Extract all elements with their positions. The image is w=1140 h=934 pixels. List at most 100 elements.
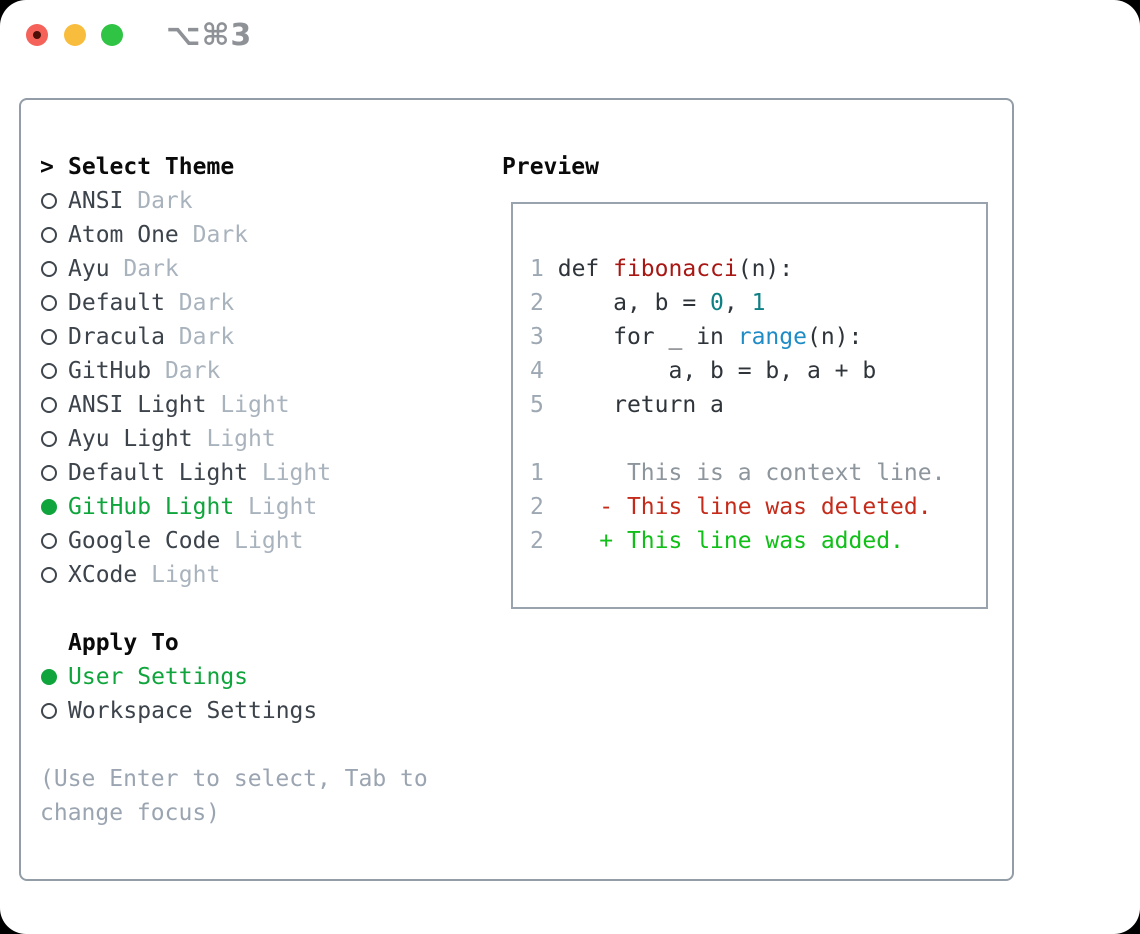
theme-option-ansi-dark[interactable]: ANSI Dark <box>40 184 480 218</box>
radio-unselected-icon <box>41 397 57 413</box>
theme-name: ANSI Light <box>68 392 207 418</box>
marker-column <box>40 431 68 447</box>
theme-name: Dracula <box>68 324 165 350</box>
theme-option-github-light[interactable]: GitHub Light Light <box>40 490 480 524</box>
gutter-space <box>544 324 558 350</box>
radio-unselected-icon <box>41 329 57 345</box>
code-line: 1 def fibonacci(n): <box>530 252 945 286</box>
line-number: 1 <box>530 256 544 282</box>
diff-deleted-line: 2 - This line was deleted. <box>530 490 945 524</box>
select-theme-header: > Select Theme <box>40 150 480 184</box>
code-line: 5 return a <box>530 388 945 422</box>
blank-line <box>530 422 945 456</box>
radio-unselected-icon <box>41 703 57 719</box>
gutter-space <box>544 392 558 418</box>
radio-unselected-icon <box>41 227 57 243</box>
marker-column <box>40 533 68 549</box>
theme-name: Default Light <box>68 460 249 486</box>
theme-variant-tag: Dark <box>164 324 235 350</box>
theme-variant-tag: Dark <box>178 222 249 248</box>
theme-option-dracula-dark[interactable]: Dracula Dark <box>40 320 480 354</box>
theme-name: Default <box>68 290 165 316</box>
gutter-space <box>544 256 558 282</box>
theme-variant-tag: Light <box>137 562 221 588</box>
apply-option-user-settings[interactable]: User Settings <box>40 660 480 694</box>
theme-option-google-code[interactable]: Google Code Light <box>40 524 480 558</box>
radio-unselected-icon <box>41 193 57 209</box>
theme-option-default-light[interactable]: Default Light Light <box>40 456 480 490</box>
apply-option-name: User Settings <box>68 664 249 690</box>
marker-column <box>40 363 68 379</box>
radio-selected-icon <box>41 669 57 685</box>
gutter-space <box>544 460 558 486</box>
diff-context-line: 1 This is a context line. <box>530 456 945 490</box>
apply-to-title: Apply To <box>68 630 179 656</box>
window-shortcut-label: ⌥⌘3 <box>166 18 253 53</box>
theme-name: Google Code <box>68 528 221 554</box>
spacer-row <box>40 592 480 626</box>
code-token: 1 <box>751 290 766 316</box>
theme-variant-tag: Light <box>220 528 304 554</box>
marker-column <box>40 465 68 481</box>
close-button[interactable] <box>26 24 48 46</box>
theme-option-default-dark[interactable]: Default Dark <box>40 286 480 320</box>
line-number: 2 <box>530 494 544 520</box>
theme-option-ansi-light[interactable]: ANSI Light Light <box>40 388 480 422</box>
radio-unselected-icon <box>41 363 57 379</box>
marker-column <box>40 669 68 685</box>
preview-heading: Preview <box>502 154 599 180</box>
prompt-icon: > <box>40 154 54 180</box>
code-line: 2 a, b = 0, 1 <box>530 286 945 320</box>
marker-column <box>40 499 68 515</box>
theme-option-ayu-dark[interactable]: Ayu Dark <box>40 252 480 286</box>
code-token: , <box>723 290 752 316</box>
radio-unselected-icon <box>41 261 57 277</box>
theme-variant-tag: Light <box>192 426 276 452</box>
apply-option-workspace-settings[interactable]: Workspace Settings <box>40 694 480 728</box>
code-token: + This line was added. <box>557 528 904 554</box>
theme-name: Atom One <box>68 222 179 248</box>
gutter-space <box>544 358 558 384</box>
theme-option-xcode[interactable]: XCode Light <box>40 558 480 592</box>
minimize-button[interactable] <box>64 24 86 46</box>
code-token: (n): <box>806 324 863 350</box>
marker-column <box>40 567 68 583</box>
code-token: - This line was deleted. <box>557 494 932 520</box>
theme-variant-tag: Light <box>234 494 318 520</box>
gutter-space <box>544 494 558 520</box>
theme-option-github-dark[interactable]: GitHub Dark <box>40 354 480 388</box>
code-token: def <box>557 256 614 282</box>
zoom-button[interactable] <box>101 24 123 46</box>
titlebar: ⌥⌘3 <box>0 0 1140 70</box>
radio-unselected-icon <box>41 295 57 311</box>
code-token: range <box>737 324 807 350</box>
marker-column <box>40 193 68 209</box>
marker-column: > <box>40 154 68 180</box>
unsaved-dot-icon <box>33 31 41 39</box>
code-token: fibonacci <box>613 256 738 282</box>
theme-variant-tag: Light <box>206 392 290 418</box>
radio-selected-icon <box>41 499 57 515</box>
code-token: (n): <box>737 256 794 282</box>
theme-name: Ayu <box>68 256 110 282</box>
theme-name: GitHub Light <box>68 494 235 520</box>
line-number: 4 <box>530 358 544 384</box>
line-number: 5 <box>530 392 544 418</box>
code-token: for _ in <box>557 324 738 350</box>
theme-option-atom-one-dark[interactable]: Atom One Dark <box>40 218 480 252</box>
apply-option-name: Workspace Settings <box>68 698 318 724</box>
code-token: return a <box>557 392 724 418</box>
radio-unselected-icon <box>41 567 57 583</box>
diff-added-line: 2 + This line was added. <box>530 524 945 558</box>
theme-name: XCode <box>68 562 138 588</box>
marker-column <box>40 329 68 345</box>
theme-option-ayu-light[interactable]: Ayu Light Light <box>40 422 480 456</box>
gutter-space <box>544 528 558 554</box>
spacer-row <box>40 728 480 762</box>
theme-variant-tag: Dark <box>109 256 179 282</box>
marker-column <box>40 295 68 311</box>
select-theme-title: Select Theme <box>68 154 235 180</box>
